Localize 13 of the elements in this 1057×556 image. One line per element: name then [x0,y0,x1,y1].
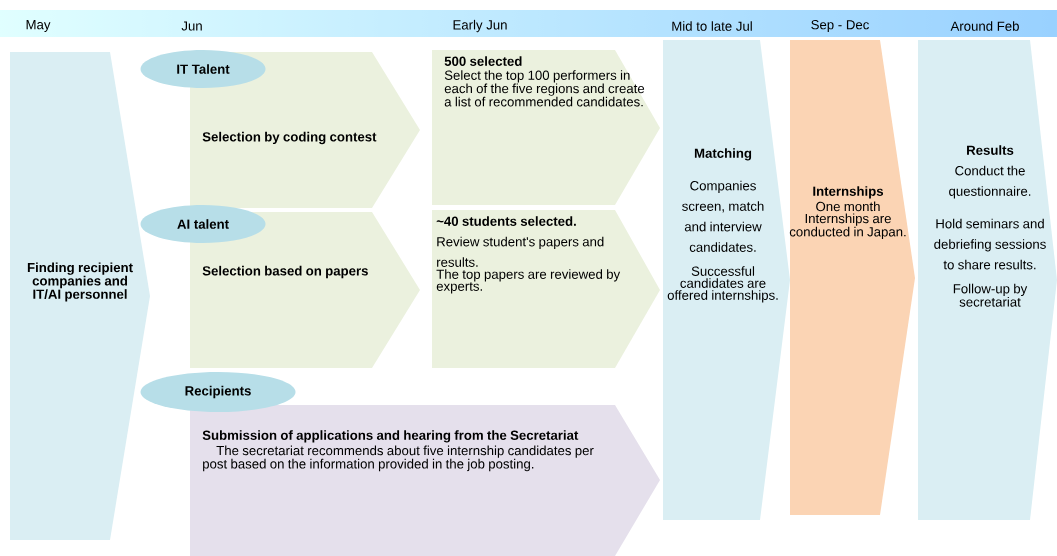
timeline-label: Around Feb [950,21,1019,31]
timeline-label: Jun [181,21,202,31]
timeline-label: Early Jun [453,19,507,33]
chevron-box: Finding recipient companies and IT/AI personnel [10,52,150,540]
chevron-box: ~40 students selected. Review student's papers and results. The top papers are reviewed by experts. [432,210,660,368]
chevron-box: Internships One month Internships are conducted in Japan. [789,40,915,515]
timeline-label: Sep - Dec [811,20,869,32]
chevron-box: 500 selected Select the top 100 performers in each of the five regions and create a list of recommended candidates. [432,50,660,205]
chevron-box: Submission of applications and hearing from the Secretariat The secretariat recommends about five internship candidates per post based on the information provided in the job posting. [190,405,660,556]
chevron-box: Matching Companies screen, match and interview candidates. Successful candidates are offered internships. [663,40,790,520]
timeline-label: May [26,20,51,32]
chevron-box: Results Conduct the questionnaire. Hold seminars and debriefing sessions to share results. Follow-up by secretariat [918,40,1057,520]
timeline-label: Mid to late Jul [672,21,752,31]
